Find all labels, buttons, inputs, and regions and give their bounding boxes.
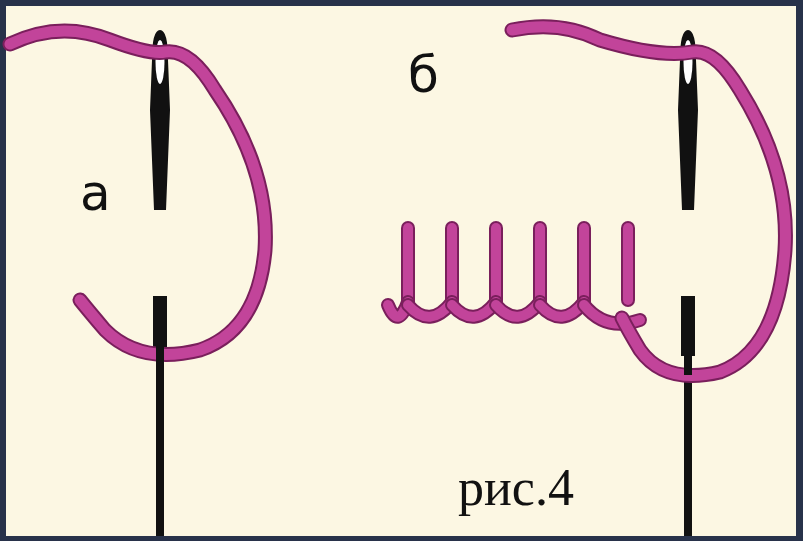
stitch bbox=[623, 228, 633, 300]
stitch bbox=[577, 228, 591, 300]
figure-caption: рис.4 bbox=[458, 462, 574, 514]
stitch bbox=[489, 228, 503, 300]
figure-letter: а bbox=[80, 168, 111, 218]
needle-b bbox=[678, 30, 698, 536]
figure-letter: б bbox=[408, 50, 439, 100]
stitch bbox=[535, 228, 545, 300]
stitch bbox=[621, 228, 635, 300]
paper-ground bbox=[6, 6, 796, 536]
thread-b-outline bbox=[512, 27, 785, 376]
thread-a-outline bbox=[10, 31, 265, 355]
stitch bbox=[533, 228, 547, 300]
thread-b bbox=[512, 27, 785, 376]
stitch bbox=[403, 228, 413, 300]
needle-a-front bbox=[156, 330, 164, 370]
thread-a bbox=[10, 31, 265, 355]
stitch bbox=[491, 228, 501, 300]
stitch bbox=[579, 228, 589, 300]
needle-b-front bbox=[684, 330, 692, 375]
stitch bbox=[447, 228, 457, 300]
stitch bbox=[401, 228, 415, 300]
stitch bbox=[445, 228, 459, 300]
needle-a bbox=[150, 30, 170, 536]
blanket-stitches bbox=[388, 228, 640, 324]
